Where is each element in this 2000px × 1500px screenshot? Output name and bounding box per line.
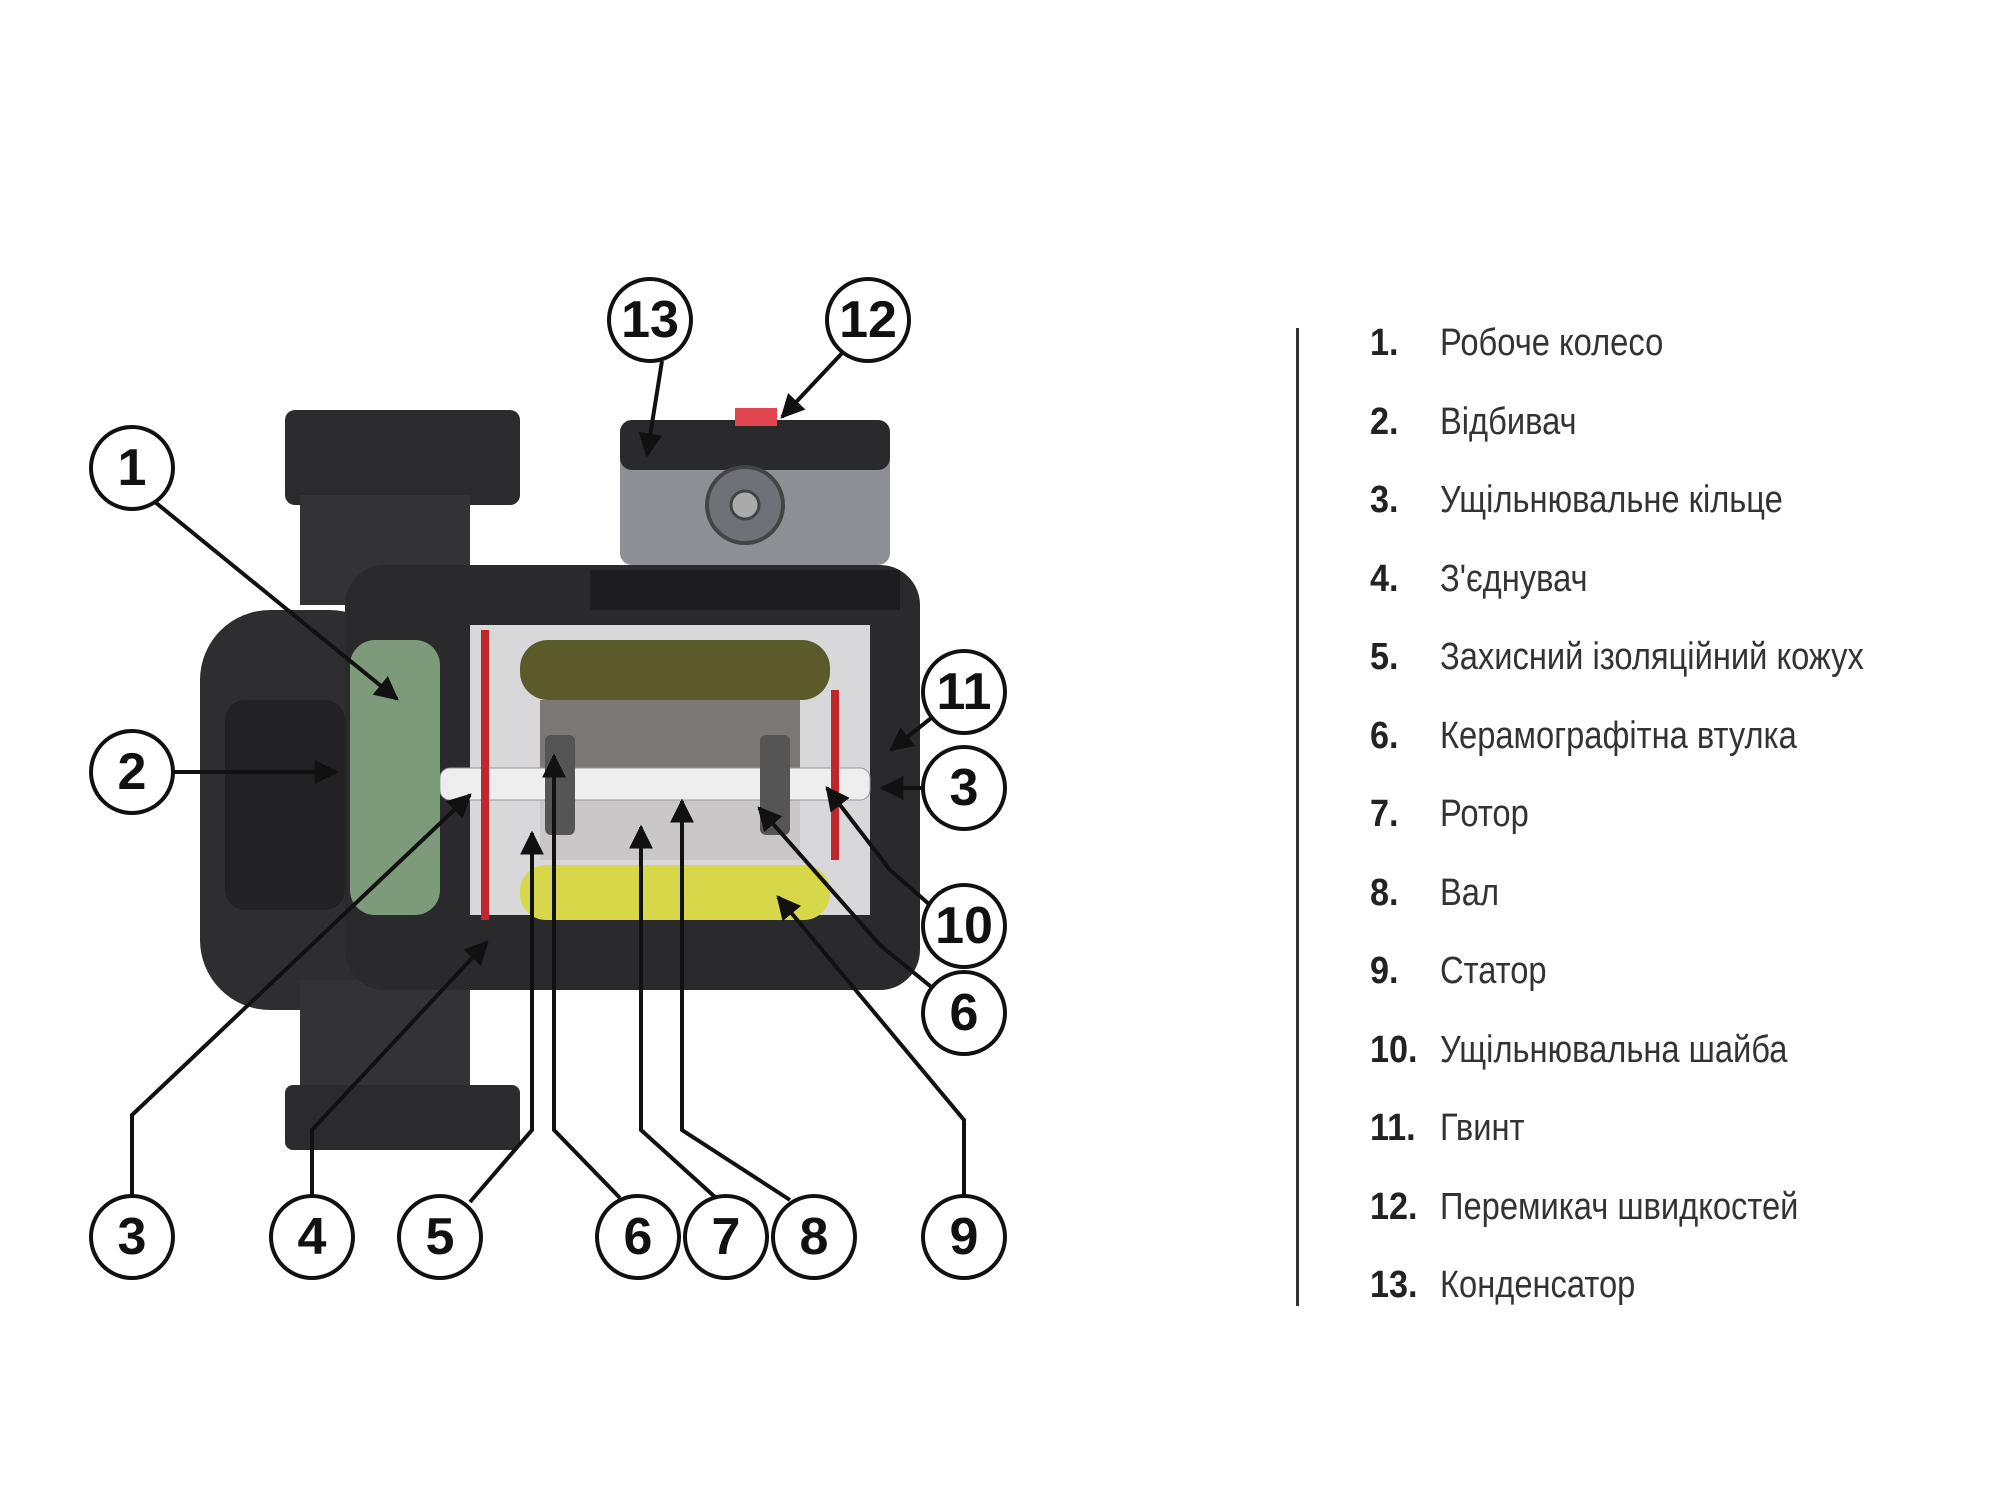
callout-1: 1 (89, 425, 175, 511)
stator-bottom (520, 865, 830, 920)
bottom-pipe (300, 980, 470, 1090)
callout-6: 6 (595, 1194, 681, 1280)
svg-text:12: 12 (839, 291, 897, 349)
bushing-left (545, 735, 575, 835)
svg-text:8: 8 (800, 1208, 829, 1266)
leader-lines (130, 348, 966, 1204)
callout-5: 5 (397, 1194, 483, 1280)
callout-6-right: 6 (921, 970, 1007, 1056)
callout-3-right: 3 (921, 745, 1007, 831)
svg-text:13: 13 (621, 291, 679, 349)
svg-text:6: 6 (624, 1208, 653, 1266)
svg-text:9: 9 (950, 1208, 979, 1266)
capacitor-core (729, 489, 761, 521)
callout-9: 9 (921, 1194, 1007, 1280)
callout-7: 7 (683, 1194, 769, 1280)
svg-text:7: 7 (712, 1208, 741, 1266)
callout-11: 11 (921, 649, 1007, 735)
svg-text:5: 5 (426, 1208, 455, 1266)
bushing-right (760, 735, 790, 835)
legend-divider (1296, 328, 1299, 1306)
control-box-top (620, 420, 890, 470)
callout-13: 13 (607, 277, 693, 363)
svg-text:11: 11 (937, 663, 992, 721)
shaft (439, 767, 871, 801)
svg-text:6: 6 (950, 984, 979, 1042)
callout-4: 4 (269, 1194, 355, 1280)
callout-8: 8 (771, 1194, 857, 1280)
svg-text:2: 2 (118, 743, 147, 801)
svg-text:3: 3 (950, 759, 979, 817)
svg-text:3: 3 (118, 1208, 147, 1266)
svg-text:1: 1 (118, 439, 147, 497)
pump-body (200, 408, 920, 1150)
callout-3: 3 (89, 1194, 175, 1280)
callout-2: 2 (89, 729, 175, 815)
top-flange (285, 410, 520, 505)
callout-10: 10 (921, 883, 1007, 969)
svg-text:10: 10 (935, 897, 993, 955)
stator-top (520, 640, 830, 700)
speed-switch (735, 408, 777, 426)
volute-inner (225, 700, 345, 910)
impeller (350, 640, 440, 915)
callout-12: 12 (825, 277, 911, 363)
svg-text:4: 4 (298, 1208, 327, 1266)
bottom-flange (285, 1085, 520, 1150)
pump-cutaway-diagram: 13 12 1 2 11 3 10 6 9 3 4 5 6 7 8 (89, 277, 1007, 1280)
callouts: 13 12 1 2 11 3 10 6 9 3 4 5 6 7 8 (89, 277, 1007, 1280)
rotor (540, 700, 800, 770)
motor-top-rail (590, 570, 900, 610)
